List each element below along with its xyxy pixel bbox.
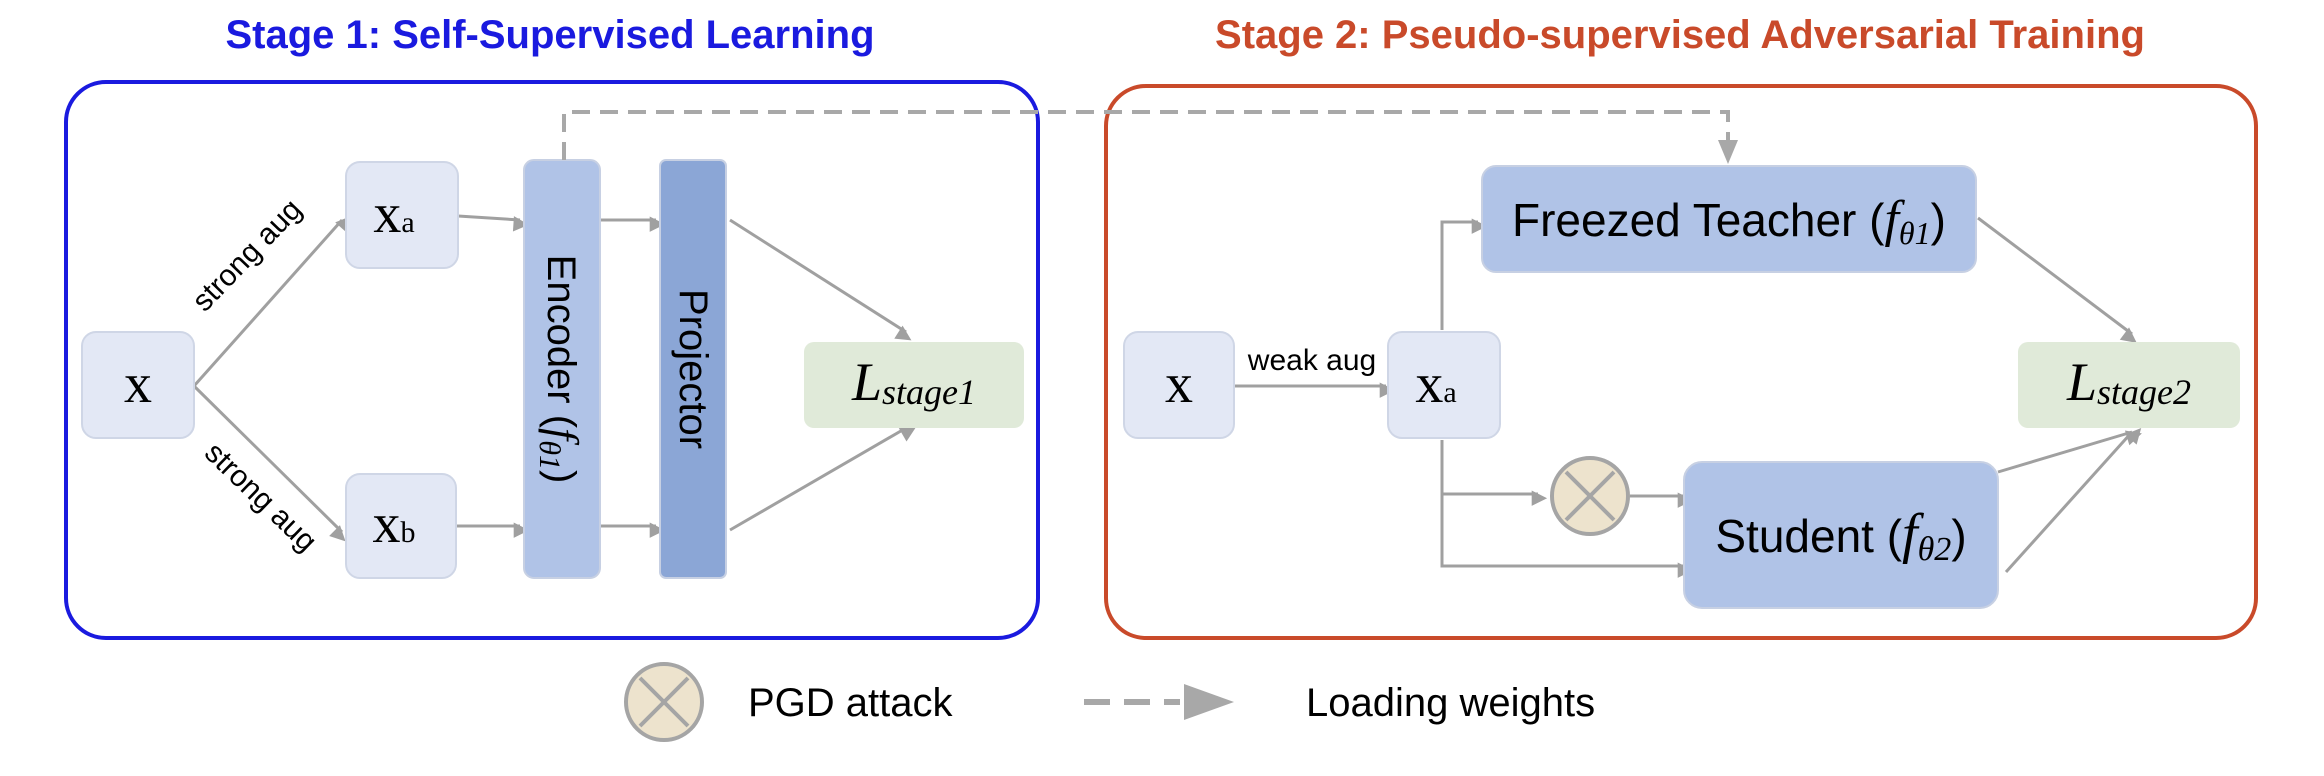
student-label: Student ( [1715, 510, 1902, 562]
xb-subscript: b [401, 516, 416, 549]
xb-label: x [373, 493, 401, 555]
stage2-title: Stage 2: Pseudo-supervised Adversarial T… [1215, 13, 2145, 57]
xa-subscript: a [401, 206, 414, 239]
legend-pgd-label: PGD attack [748, 681, 954, 725]
student-box: Student (fθ2) [1683, 461, 1999, 609]
encoder-box: Encoder (fθ1) [523, 159, 601, 579]
student-sub: θ2 [1918, 531, 1952, 568]
legend-loading-label: Loading weights [1306, 681, 1595, 725]
projector-box: Projector [659, 159, 727, 579]
svg-text:xb: xb [373, 493, 416, 555]
teacher-label: Freezed Teacher ( [1512, 194, 1885, 246]
stage1-input-box: x [81, 331, 195, 439]
svg-text:Encoder (fθ1): Encoder (fθ1) [533, 255, 587, 484]
svg-text:Lstage1: Lstage1 [851, 352, 976, 412]
svg-text:xa: xa [373, 183, 414, 245]
encoder-sub: θ1 [533, 440, 566, 470]
weak-aug-label: weak aug [1247, 344, 1376, 377]
teacher-box: Freezed Teacher (fθ1) [1481, 165, 1977, 273]
loading-weights-arrowhead [1718, 140, 1738, 164]
loss-stage1-box: Lstage1 [804, 342, 1024, 428]
loading-weights-connection [562, 110, 1730, 160]
pgd-node [1550, 456, 1630, 536]
svg-text:Student (fθ2): Student (fθ2) [1715, 503, 1966, 568]
projector-label: Projector [671, 289, 715, 449]
stage1-title: Stage 1: Self-Supervised Learning [225, 13, 874, 57]
stage1-arrows [192, 214, 916, 542]
stage1-input-label: x [124, 353, 152, 415]
svg-text:Freezed Teacher (fθ1): Freezed Teacher (fθ1) [1512, 191, 1946, 251]
legend-pgd-icon [624, 662, 704, 742]
strong-aug-top-label: strong aug [186, 193, 308, 318]
legend: PGD attack Loading weights [624, 662, 1595, 742]
legend-loading-icon [1084, 684, 1234, 720]
xa-label: x [373, 183, 401, 245]
stage2-input-label: x [1165, 353, 1193, 415]
xa-box: xa [345, 161, 459, 269]
encoder-close: ) [539, 470, 583, 483]
xb-box: xb [345, 473, 457, 579]
svg-text:xa: xa [1415, 353, 1456, 415]
teacher-close: ) [1931, 194, 1946, 246]
loss-stage1-L: L [851, 352, 882, 412]
teacher-sub: θ1 [1899, 215, 1931, 251]
stage2-input-box: x [1123, 331, 1235, 439]
loss-stage2-sub: stage2 [2097, 372, 2191, 412]
encoder-label: Encoder ( [539, 255, 583, 429]
stage2-panel [1104, 84, 2258, 640]
stage1-panel [64, 80, 1040, 640]
stage2-xa-subscript: a [1443, 376, 1456, 409]
stage2-xa-label: x [1415, 353, 1443, 415]
svg-text:Lstage2: Lstage2 [2066, 352, 2191, 412]
strong-aug-bottom-label: strong aug [198, 436, 323, 558]
loss-stage1-sub: stage1 [882, 372, 976, 412]
stage2-arrows [1234, 216, 2142, 578]
loss-stage2-L: L [2066, 352, 2097, 412]
stage2-xa-box: xa [1387, 331, 1501, 439]
loss-stage2-box: Lstage2 [2018, 342, 2240, 428]
student-close: ) [1951, 510, 1966, 562]
